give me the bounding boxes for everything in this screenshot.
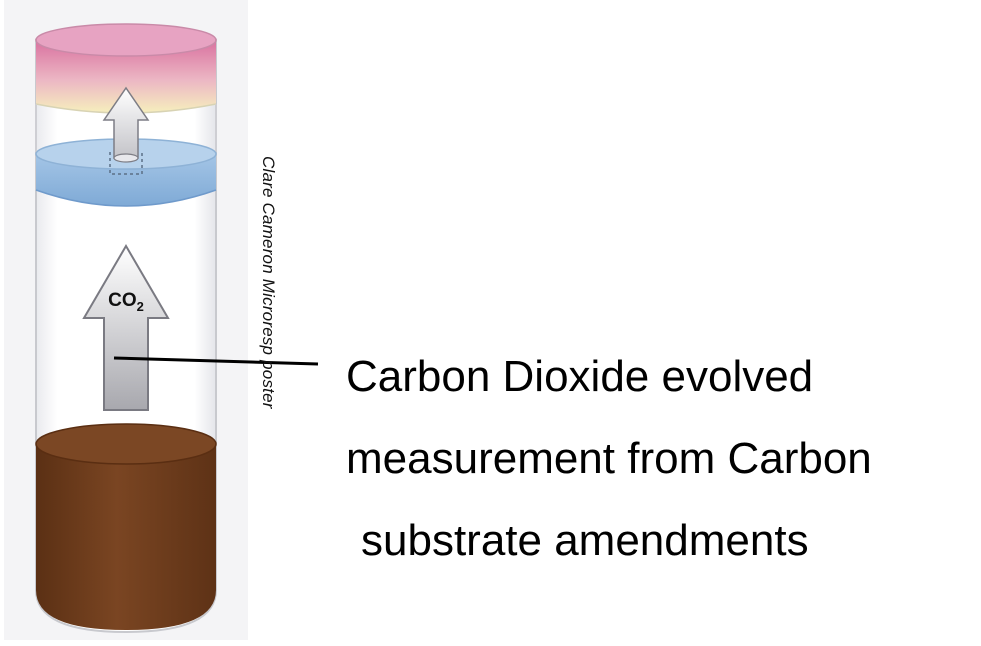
- gel-hole-outline: [109, 152, 143, 175]
- gel-disk-bottom: [35, 189, 217, 207]
- caption-line-1: Carbon Dioxide evolved: [346, 352, 814, 401]
- caption-line-3: substrate amendments: [361, 516, 809, 565]
- indicator-layer: [36, 40, 216, 113]
- soil-surface: [35, 423, 217, 465]
- tube-top-rim: [35, 23, 217, 57]
- pointer-line: [113, 356, 319, 366]
- caption: Carbon Dioxide evolved measurement from …: [346, 336, 872, 582]
- co2-arrow: [82, 244, 170, 411]
- small-arrow-base: [113, 153, 139, 163]
- soil-layer: [36, 444, 216, 630]
- co2-label: CO2: [108, 290, 144, 314]
- credit-text: Clare Cameron Microresp poster: [259, 156, 278, 409]
- caption-line-2: measurement from Carbon: [346, 434, 872, 483]
- small-up-arrow: [102, 86, 150, 159]
